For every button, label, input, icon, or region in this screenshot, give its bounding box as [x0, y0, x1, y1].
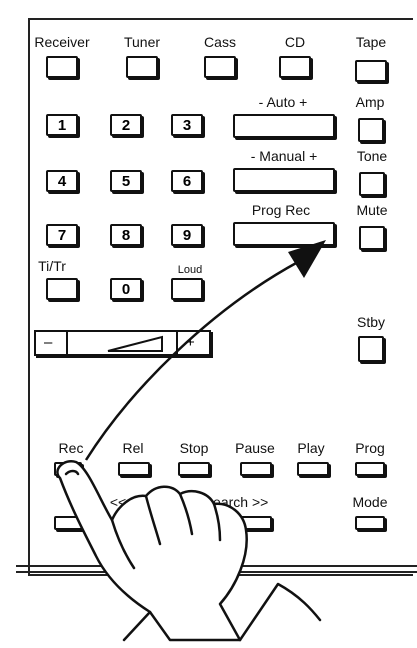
label-stop: Stop	[179, 440, 209, 456]
label-loud: Loud	[177, 264, 203, 276]
label-mute: Mute	[356, 202, 388, 218]
volume-plus: +	[186, 334, 195, 351]
label-mode: Mode	[352, 494, 388, 510]
volume-divider-right	[176, 332, 178, 354]
label-prog: Prog	[355, 440, 385, 456]
number-button-0[interactable]: 0	[110, 278, 142, 300]
receiver-button[interactable]	[46, 56, 78, 78]
cass-button[interactable]	[204, 56, 236, 78]
volume-divider-left	[66, 332, 68, 354]
number-button-1[interactable]: 1	[46, 114, 78, 136]
label-tuner: Tuner	[123, 34, 161, 50]
mute-button[interactable]	[359, 226, 385, 250]
prog-button[interactable]	[355, 462, 385, 476]
stby-button[interactable]	[358, 336, 384, 362]
label-receiver: Receiver	[34, 34, 90, 50]
number-button-9[interactable]: 9	[171, 224, 203, 246]
play-button[interactable]	[297, 462, 329, 476]
number-button-2[interactable]: 2	[110, 114, 142, 136]
label-play: Play	[297, 440, 325, 456]
label-pause: Pause	[235, 440, 275, 456]
mode-button[interactable]	[355, 516, 385, 530]
number-button-4[interactable]: 4	[46, 170, 78, 192]
cd-button[interactable]	[279, 56, 311, 78]
label-prog-rec: Prog Rec	[251, 202, 311, 218]
amp-button[interactable]	[358, 118, 384, 142]
loud-button[interactable]	[171, 278, 203, 300]
manual-button[interactable]	[233, 168, 335, 192]
tape-button[interactable]	[355, 60, 387, 82]
pointing-hand-icon	[56, 459, 322, 642]
number-button-3[interactable]: 3	[171, 114, 203, 136]
number-button-8[interactable]: 8	[110, 224, 142, 246]
volume-ramp-icon	[107, 335, 163, 352]
label-manual: - Manual +	[250, 148, 318, 164]
label-amp: Amp	[355, 94, 385, 110]
auto-button[interactable]	[233, 114, 335, 138]
label-stby: Stby	[356, 314, 386, 330]
volume-rocker[interactable]: – +	[34, 330, 211, 356]
pause-button[interactable]	[240, 462, 272, 476]
label-auto: - Auto +	[258, 94, 308, 110]
stop-button[interactable]	[178, 462, 210, 476]
tone-button[interactable]	[359, 172, 385, 196]
label-rec: Rec	[58, 440, 84, 456]
number-button-6[interactable]: 6	[171, 170, 203, 192]
rel-button[interactable]	[118, 462, 150, 476]
label-cd: CD	[284, 34, 306, 50]
number-button-5[interactable]: 5	[110, 170, 142, 192]
label-tone: Tone	[356, 148, 388, 164]
number-button-7[interactable]: 7	[46, 224, 78, 246]
label-rel: Rel	[122, 440, 144, 456]
curved-arrow-icon	[84, 240, 326, 461]
label-cass: Cass	[204, 34, 236, 50]
volume-minus: –	[44, 334, 53, 351]
prog-rec-button[interactable]	[233, 222, 335, 246]
tuner-button[interactable]	[126, 56, 158, 78]
ti-tr-button[interactable]	[46, 278, 78, 300]
label-ti-tr: Ti/Tr	[38, 258, 66, 274]
label-tape: Tape	[355, 34, 387, 50]
